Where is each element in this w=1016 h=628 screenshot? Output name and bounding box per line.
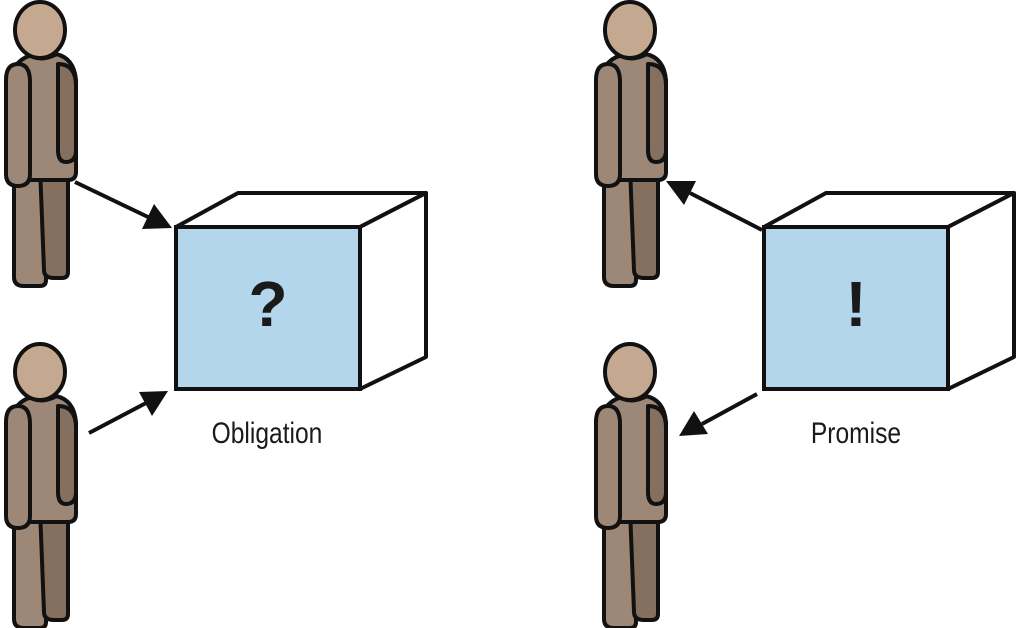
person-obligation-top (4, 0, 78, 288)
promise-box-side (946, 191, 1016, 391)
arrow-promise-bottom (679, 392, 758, 436)
person-promise-top (594, 0, 668, 288)
arrow-obligation-top (74, 180, 172, 229)
promise-box: ! (762, 191, 1016, 391)
obligation-box: ? (174, 191, 428, 391)
promise-box-front (762, 225, 950, 391)
promise-symbol: ! (845, 268, 866, 340)
arrow-obligation-bottom (88, 391, 168, 435)
obligation-box-front (174, 225, 362, 391)
promise-label: Promise (811, 416, 901, 450)
obligation-box-side (358, 191, 428, 391)
obligation-label: Obligation (212, 416, 323, 450)
arrow-promise-top (666, 181, 763, 232)
person-obligation-bottom (4, 342, 78, 628)
obligation-symbol: ? (248, 268, 287, 340)
person-promise-bottom (594, 342, 668, 628)
